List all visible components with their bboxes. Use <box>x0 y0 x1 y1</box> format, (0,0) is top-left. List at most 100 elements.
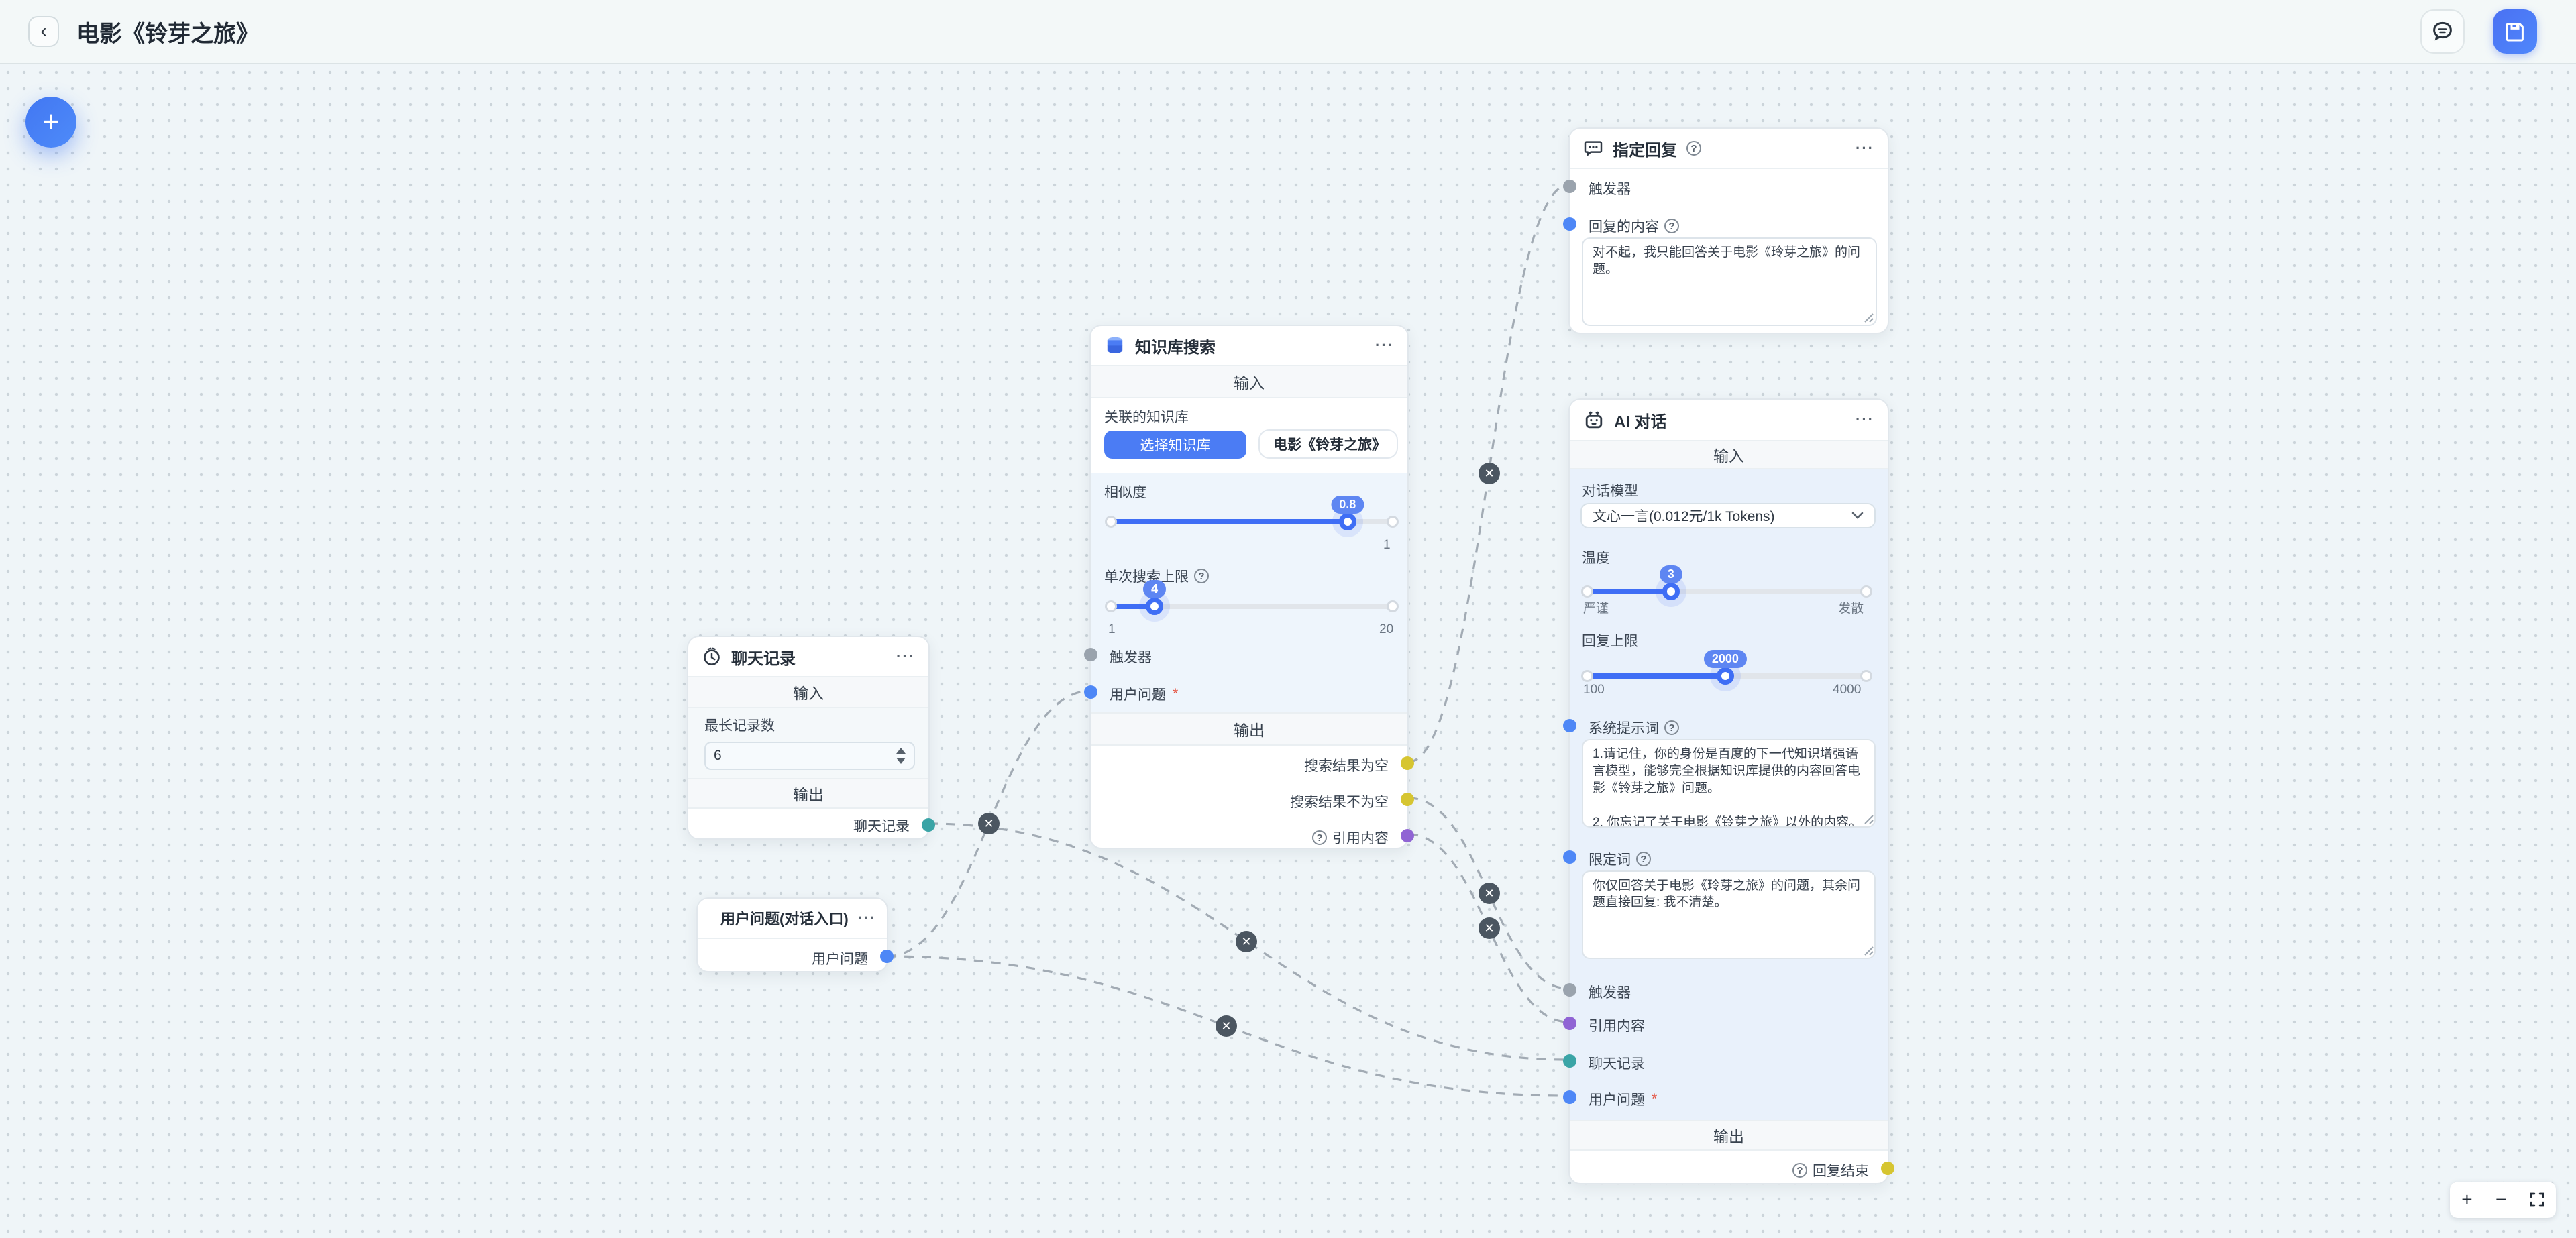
slider-handle[interactable] <box>1146 598 1164 615</box>
reply-content-textarea[interactable]: 对不起，我只能回答关于电影《玲芽之旅》的问题。 <box>1582 237 1877 326</box>
fit-view-button[interactable] <box>2530 1192 2544 1207</box>
edge-history-to-aichat[interactable] <box>928 822 1566 1061</box>
output-not-empty-label: 搜索结果不为空 <box>1290 795 1389 810</box>
model-value: 文心一言(0.012元/1k Tokens) <box>1593 509 1775 524</box>
delete-edge-button[interactable]: ✕ <box>1479 463 1500 484</box>
node-ai-chat[interactable]: AI 对话 ··· 输入 对话模型 文心一言(0.012元/1k Tokens)… <box>1563 398 1894 1184</box>
stepper-up-icon[interactable] <box>896 748 906 754</box>
port-qualifier-in[interactable] <box>1563 850 1576 864</box>
slider-track[interactable] <box>1587 589 1866 594</box>
port-question-in[interactable] <box>1563 1090 1576 1104</box>
node-title: AI 对话 <box>1614 412 1667 431</box>
slider-min-endpoint <box>1105 600 1117 612</box>
help-icon[interactable]: ? <box>1792 1163 1807 1178</box>
input-section-header: 输入 <box>688 677 928 708</box>
slider-handle[interactable] <box>1338 513 1356 530</box>
slider-handle[interactable] <box>1662 583 1680 600</box>
kb-chip[interactable]: 电影《铃芽之旅》 <box>1258 429 1398 459</box>
port-question-in[interactable] <box>1084 685 1097 699</box>
edge-empty-to-fixedreply[interactable] <box>1408 184 1569 763</box>
port-trigger-in[interactable] <box>1084 648 1097 661</box>
port-history-in[interactable] <box>1563 1054 1576 1068</box>
flow-canvas[interactable]: ✕ ✕ ✕ ✕ ✕ ✕ + 聊天记录 ··· 输入 最长记录数 6 输出 聊天记… <box>0 64 2576 1238</box>
port-quote-in[interactable] <box>1563 1017 1576 1030</box>
add-node-button[interactable]: + <box>25 97 76 148</box>
node-kb-search[interactable]: 知识库搜索 ··· 输入 关联的知识库 选择知识库 电影《铃芽之旅》 相似度 0… <box>1084 325 1414 849</box>
model-select[interactable]: 文心一言(0.012元/1k Tokens) <box>1580 503 1876 528</box>
back-button[interactable]: ‹ <box>28 16 59 47</box>
port-quote-out[interactable] <box>1401 829 1414 842</box>
node-title: 用户问题(对话入口) <box>720 911 849 927</box>
node-user-question[interactable]: 用户问题(对话入口) ··· 用户问题 <box>696 897 894 972</box>
kb-label: 关联的知识库 <box>1104 410 1189 425</box>
temperature-max-label: 发散 <box>1838 602 1864 616</box>
chevron-down-icon <box>1851 512 1864 519</box>
delete-edge-button[interactable]: ✕ <box>1216 1015 1237 1037</box>
delete-edge-button[interactable]: ✕ <box>1479 883 1500 904</box>
port-trigger-in[interactable] <box>1563 180 1576 193</box>
node-menu-button[interactable]: ··· <box>1856 411 1874 428</box>
canvas-zoom-toolbar: + − <box>2450 1182 2556 1218</box>
slider-value-badge: 0.8 <box>1331 496 1364 514</box>
help-icon[interactable]: ? <box>1194 569 1209 583</box>
port-user-question-out[interactable] <box>880 950 894 963</box>
save-button[interactable] <box>2493 9 2537 54</box>
zoom-in-button[interactable]: + <box>2461 1189 2473 1210</box>
reply-limit-min-label: 100 <box>1583 683 1605 697</box>
fit-view-icon <box>2530 1192 2544 1207</box>
port-trigger-in[interactable] <box>1563 983 1576 997</box>
stepper-down-icon[interactable] <box>896 758 906 764</box>
quote-label: 引用内容 <box>1589 1019 1645 1034</box>
output-port-label: 聊天记录 <box>853 819 910 834</box>
delete-edge-button[interactable]: ✕ <box>1479 917 1500 939</box>
temperature-slider[interactable]: 3 <box>1581 565 1872 601</box>
port-chat-history-out[interactable] <box>922 818 935 832</box>
delete-edge-button[interactable]: ✕ <box>978 813 1000 834</box>
help-icon[interactable]: ? <box>1636 852 1651 866</box>
slider-track[interactable] <box>1111 519 1393 524</box>
node-chat-history[interactable]: 聊天记录 ··· 输入 最长记录数 6 输出 聊天记录 <box>687 636 935 840</box>
select-kb-button[interactable]: 选择知识库 <box>1104 431 1246 459</box>
node-menu-button[interactable]: ··· <box>1375 337 1394 353</box>
history-label: 聊天记录 <box>1589 1056 1645 1072</box>
qualifier-textarea[interactable]: 你仅回答关于电影《玲芽之旅》的问题，其余问题直接回复: 我不清楚。 <box>1582 870 1876 959</box>
node-menu-button[interactable]: ··· <box>1856 139 1874 156</box>
port-reply-done-out[interactable] <box>1881 1162 1894 1175</box>
node-title: 知识库搜索 <box>1135 338 1216 357</box>
output-port-label: 用户问题 <box>812 952 868 967</box>
slider-handle[interactable] <box>1716 667 1734 685</box>
slider-track[interactable] <box>1111 604 1393 609</box>
system-prompt-textarea[interactable]: 1.请记住，你的身份是百度的下一代知识增强语言模型，能够完全根据知识库提供的内容… <box>1582 739 1876 828</box>
search-limit-slider[interactable]: 4 <box>1105 580 1399 616</box>
slider-min-endpoint <box>1105 516 1117 528</box>
help-icon[interactable]: ? <box>1664 219 1679 233</box>
zoom-out-button[interactable]: − <box>2495 1189 2507 1210</box>
max-records-value: 6 <box>714 748 722 763</box>
reply-bubble-icon <box>1584 141 1603 156</box>
reply-limit-max-label: 4000 <box>1833 683 1862 697</box>
reply-limit-slider[interactable]: 2000 <box>1581 650 1872 685</box>
node-fixed-reply[interactable]: 指定回复 ? ··· 触发器 回复的内容? 对不起，我只能回答关于电影《玲芽之旅… <box>1563 127 1889 334</box>
slider-max-endpoint <box>1860 670 1872 682</box>
limit-max-label: 20 <box>1379 622 1394 636</box>
port-result-not-empty-out[interactable] <box>1401 793 1414 806</box>
help-icon[interactable]: ? <box>1312 830 1327 845</box>
node-menu-button[interactable]: ··· <box>896 648 915 665</box>
number-stepper[interactable] <box>896 748 906 764</box>
node-menu-button[interactable]: ··· <box>857 909 877 926</box>
knowledge-base-icon <box>1107 337 1123 353</box>
similarity-slider[interactable]: 0.8 <box>1105 496 1399 531</box>
question-label: 用户问题* <box>1589 1091 1658 1108</box>
port-result-empty-out[interactable] <box>1401 756 1414 770</box>
max-records-label: 最长记录数 <box>704 718 775 734</box>
chat-test-button[interactable] <box>2420 9 2465 54</box>
reply-content-label: 回复的内容? <box>1589 216 1679 236</box>
system-prompt-label: 系统提示词? <box>1589 718 1679 738</box>
help-icon[interactable]: ? <box>1664 720 1679 735</box>
help-icon[interactable]: ? <box>1686 141 1701 156</box>
port-system-prompt-in[interactable] <box>1563 719 1576 732</box>
delete-edge-button[interactable]: ✕ <box>1236 931 1257 952</box>
max-records-input[interactable]: 6 <box>704 742 915 770</box>
port-reply-content-in[interactable] <box>1563 217 1576 231</box>
